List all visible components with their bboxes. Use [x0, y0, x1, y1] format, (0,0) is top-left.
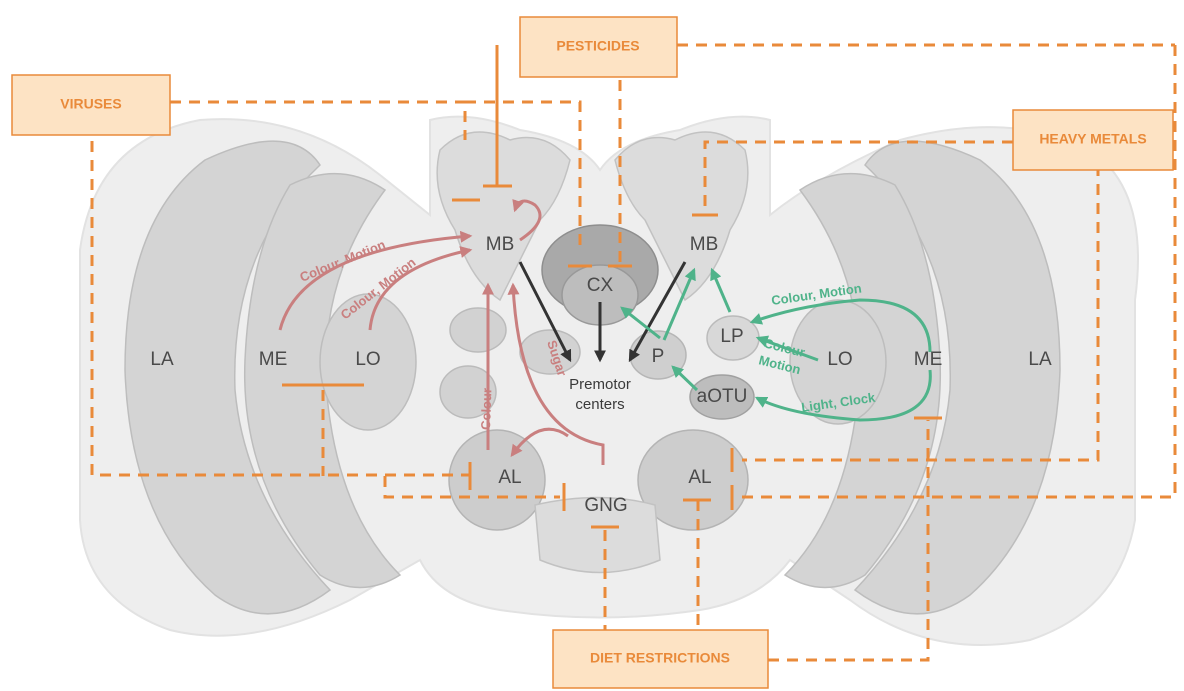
lp-label: LP [720, 326, 743, 347]
stressor-box-heavy-metals: HEAVY METALS [1012, 109, 1174, 171]
region-labels: LA ME LO MB AL GNG CX Premotor centers P… [150, 234, 1052, 516]
diet-restrictions-label: DIET RESTRICTIONS [590, 650, 730, 666]
cx-label: CX [587, 275, 614, 296]
gng-label: GNG [584, 495, 627, 516]
premotor-pathways [518, 261, 687, 363]
stressor-box-diet: DIET RESTRICTIONS [552, 629, 769, 689]
al-left-label: AL [498, 467, 521, 488]
la-right-label: LA [1028, 349, 1052, 370]
mb-right-label: MB [690, 234, 719, 255]
stressor-box-pesticides: PESTICIDES [519, 16, 678, 78]
stressor-connections [90, 43, 1177, 662]
lo-left-label: LO [355, 349, 380, 370]
me-right-label: ME [914, 349, 943, 370]
la-left-label: LA [150, 349, 174, 370]
mb-left-label: MB [486, 234, 515, 255]
premotor-label-line2: centers [575, 396, 624, 413]
heavy-metals-label: HEAVY METALS [1039, 131, 1146, 147]
stressor-box-viruses: VIRUSES [11, 74, 171, 136]
viruses-label: VIRUSES [60, 96, 121, 112]
right-sensory-pathways [620, 267, 932, 422]
me-left-label: ME [259, 349, 288, 370]
colour-label: Colour [478, 388, 494, 430]
al-right-label: AL [688, 467, 711, 488]
pesticides-label: PESTICIDES [556, 38, 639, 54]
aotu-label: aOTU [697, 386, 748, 407]
inhibition-markers [282, 184, 942, 529]
left-optic-lobe [124, 140, 417, 615]
left-sensory-pathways [278, 198, 605, 465]
premotor-label-line1: Premotor [569, 376, 631, 393]
lo-right-label: LO [827, 349, 852, 370]
p-label: P [652, 346, 665, 367]
